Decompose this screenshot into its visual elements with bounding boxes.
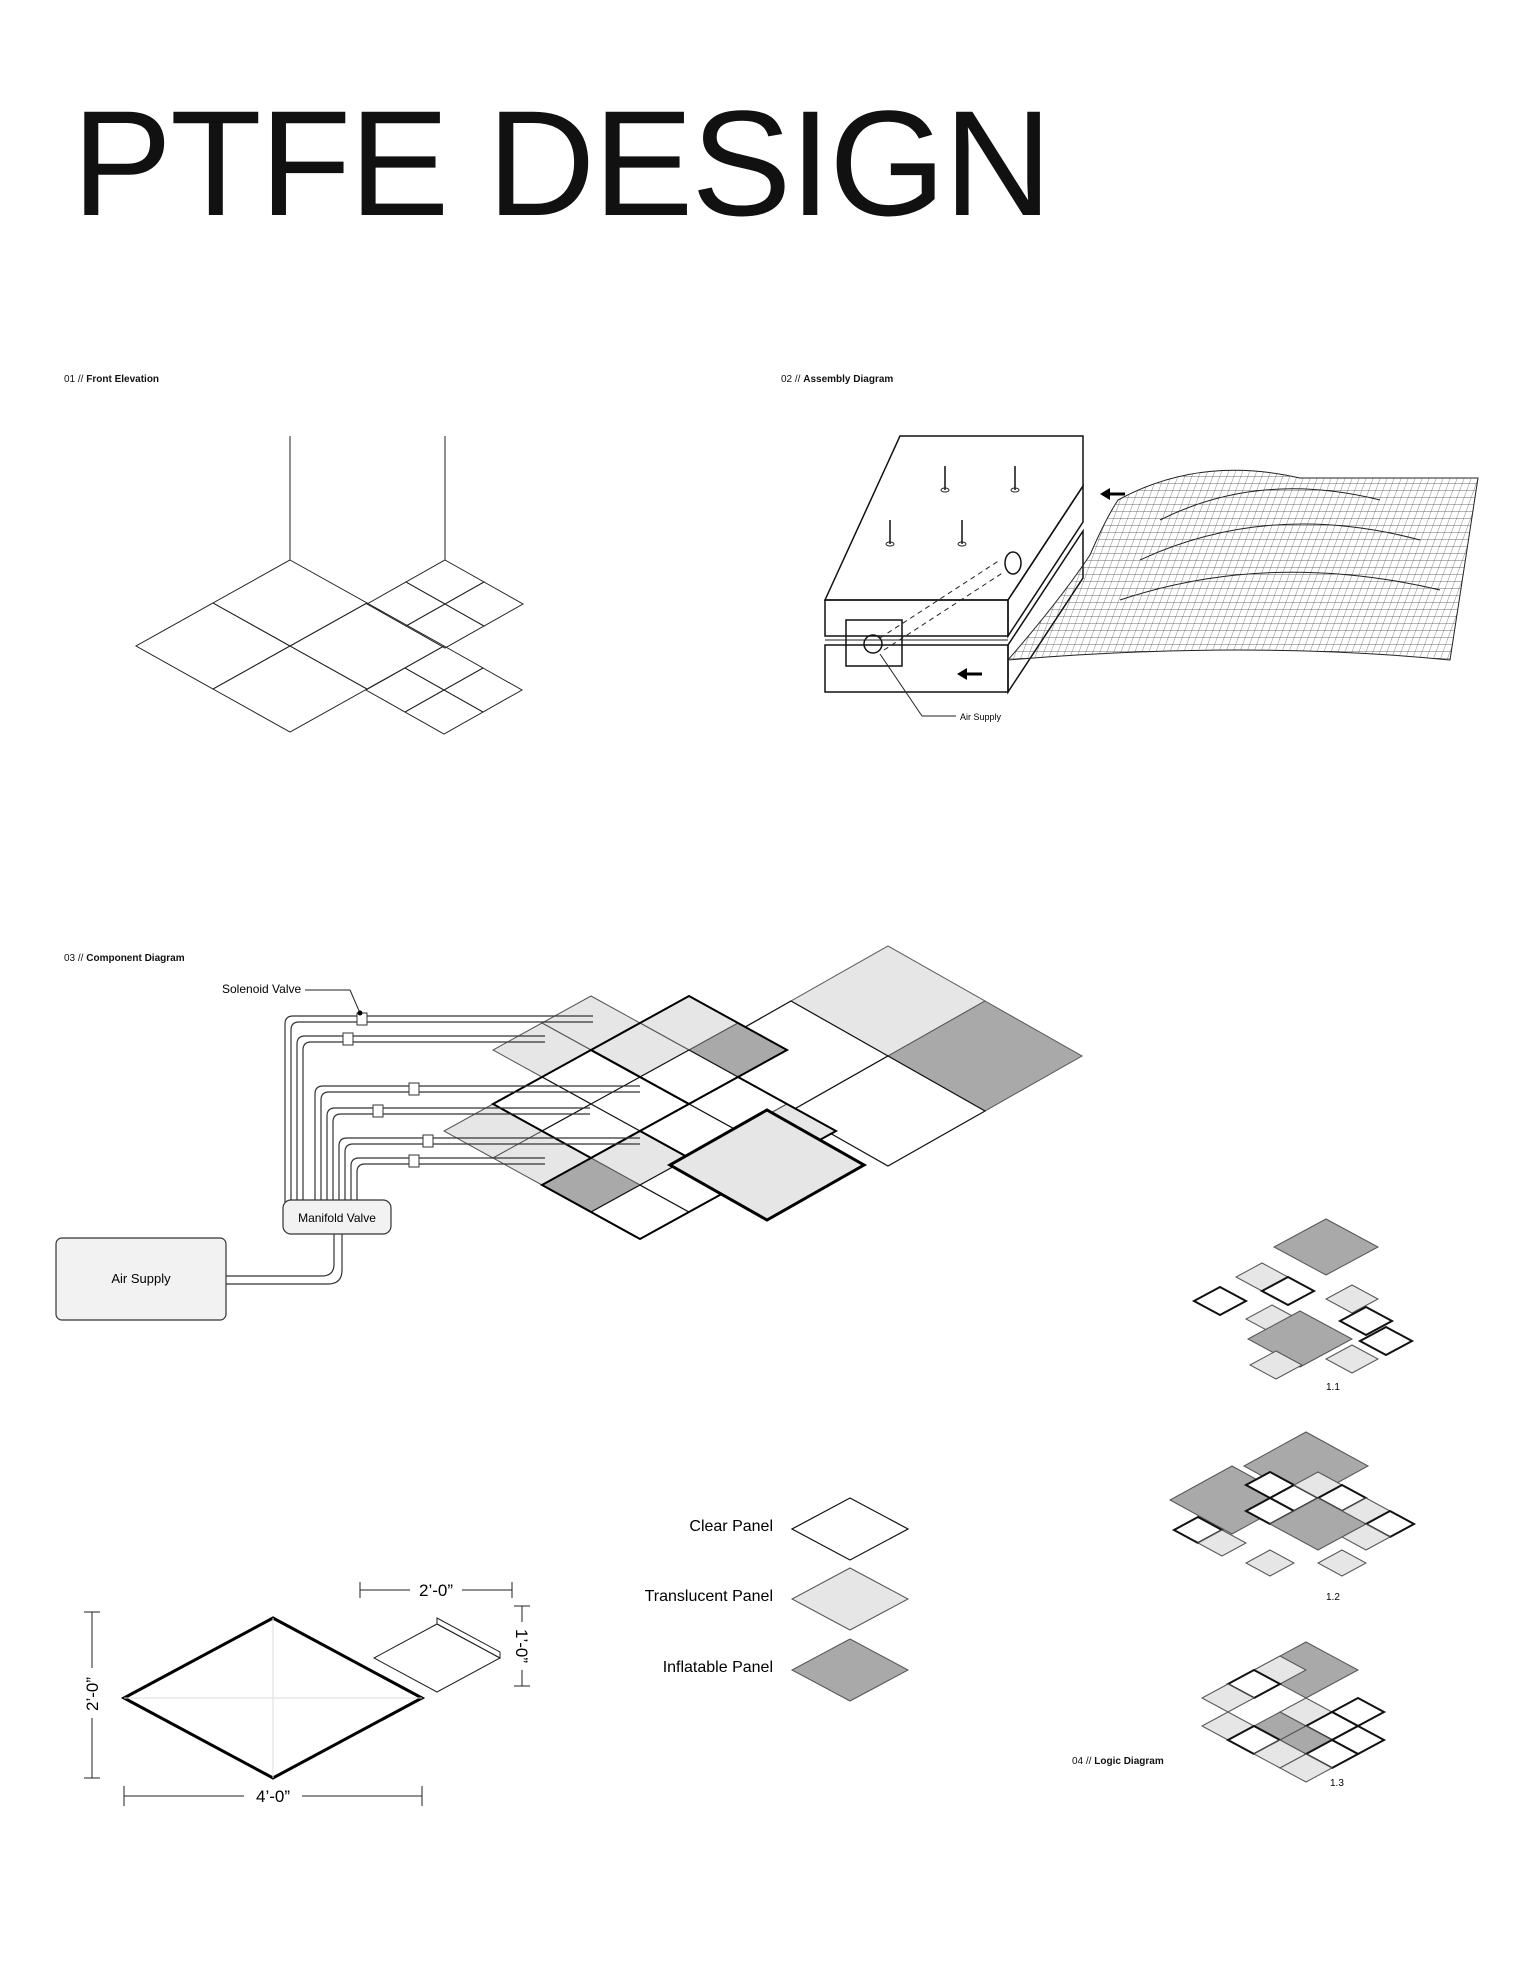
section-02-number: 02 // (781, 374, 801, 385)
air-pipe-end (863, 634, 883, 654)
legend-inflatable-swatch (790, 1638, 910, 1702)
section-03-number: 03 // (64, 953, 84, 964)
legend-inflatable-label: Inflatable Panel (663, 1659, 773, 1676)
arrow-left-icon (957, 668, 982, 680)
panel-grid (442, 945, 1084, 1241)
small-panel (372, 1617, 502, 1693)
legend-translucent-label: Translucent Panel (645, 1588, 773, 1605)
logic-variant-1-3: 1.3 (1200, 1641, 1387, 1789)
air-supply-label: Air Supply (111, 1271, 171, 1286)
supply-tube (226, 1234, 335, 1277)
wood-frame-block (823, 435, 1084, 695)
page-title: PTFE DESIGN (72, 79, 1052, 247)
section-01-name: Front Elevation (86, 374, 160, 385)
air-supply-callout: Air Supply (960, 712, 1002, 722)
legend-clear-label: Clear Panel (689, 1518, 773, 1535)
air-supply-box (55, 1237, 227, 1321)
dim-small-width: 2’-0” (419, 1581, 453, 1600)
section-03-name: Component Diagram (86, 953, 185, 964)
air-tubes (284, 1015, 640, 1213)
logic-variant-1-1: 1.1 (1191, 1218, 1415, 1393)
manifold-valve-label: Manifold Valve (298, 1211, 376, 1225)
section-04-name: Logic Diagram (1094, 1756, 1164, 1767)
logic-variant-1-2: 1.2 (1168, 1431, 1417, 1603)
logic-variant-1-1-label: 1.1 (1326, 1382, 1340, 1393)
ptfe-membrane-mesh (1006, 469, 1479, 661)
section-04-label: 04 // Logic Diagram (1072, 1756, 1164, 1767)
section-01-label: 01 // Front Elevation (64, 374, 159, 385)
dim-large-width: 4’-0” (256, 1787, 290, 1806)
solenoid-valves (342, 1012, 434, 1168)
section-02-name: Assembly Diagram (803, 374, 894, 385)
section-02-label: 02 // Assembly Diagram (781, 374, 893, 385)
bolt-fasteners (885, 466, 1020, 547)
legend-clear-swatch (790, 1497, 910, 1561)
section-04-number: 04 // (1072, 1756, 1092, 1767)
manifold-valve-box (282, 1199, 392, 1235)
large-panel (120, 1616, 426, 1780)
dim-large-depth: 2’-0” (83, 1677, 102, 1711)
dim-small-depth: 1’-0” (512, 1629, 531, 1663)
logic-variant-1-3-label: 1.3 (1330, 1778, 1344, 1789)
arrow-left-icon (1100, 488, 1125, 500)
solenoid-valve-label: Solenoid Valve (222, 982, 301, 996)
ceiling-panel-array (134, 559, 525, 735)
logic-variant-1-2-label: 1.2 (1326, 1592, 1340, 1603)
section-03-label: 03 // Component Diagram (64, 953, 185, 964)
section-01-number: 01 // (64, 374, 84, 385)
legend-translucent-swatch (790, 1567, 910, 1631)
air-supply-leader (879, 653, 923, 717)
clear-panel (789, 1055, 987, 1167)
